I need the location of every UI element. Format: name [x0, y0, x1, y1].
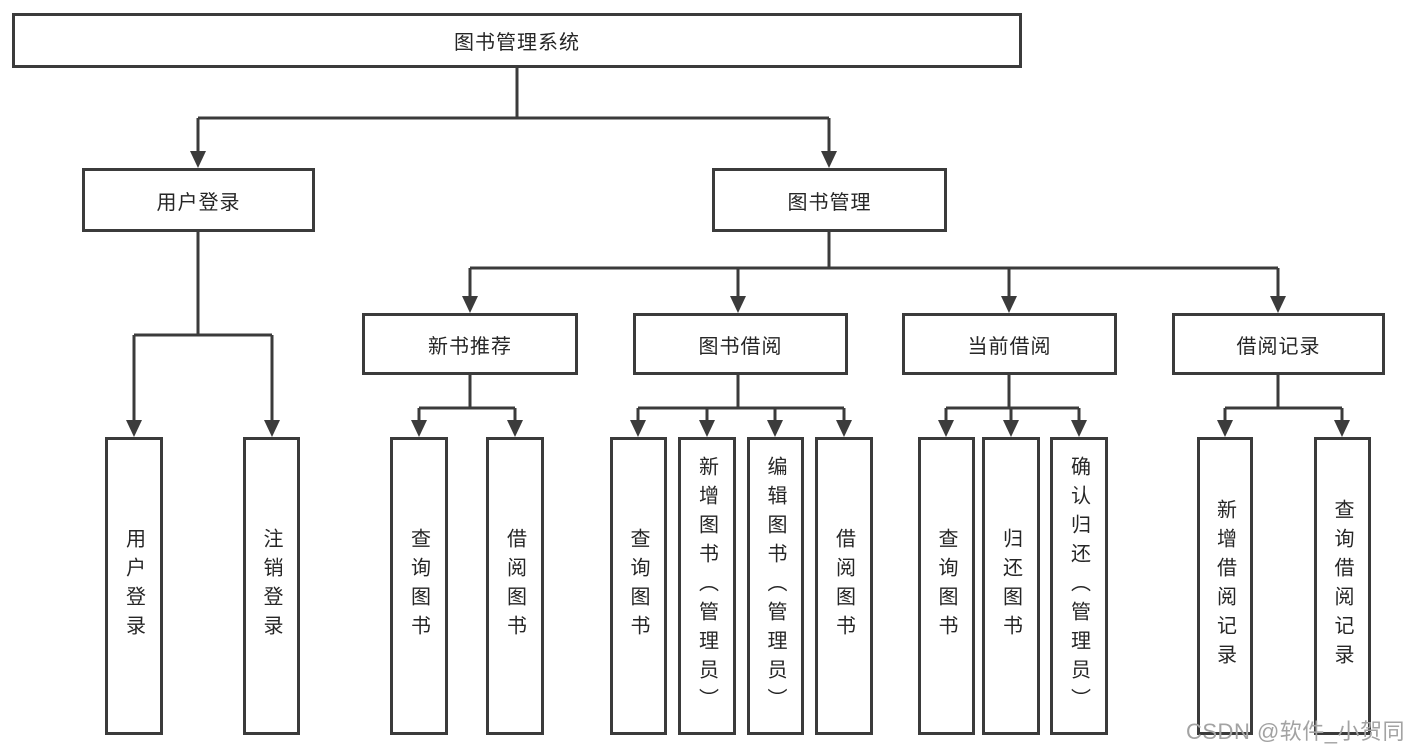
node-current-borrowing: 当前借阅	[902, 313, 1117, 375]
leaf-confirm-return-admin: 确认归还（管理员）	[1050, 437, 1108, 735]
node-label: 借阅记录	[1236, 335, 1321, 358]
node-new-book-recommendation: 新书推荐	[362, 313, 578, 375]
node-label: 图书借阅	[698, 335, 783, 358]
leaf-borrow-books-borrowing: 借阅图书	[815, 437, 873, 735]
leaf-return-books: 归还图书	[982, 437, 1040, 735]
node-borrowing-records: 借阅记录	[1172, 313, 1385, 375]
leaf-label: 用户登录	[122, 528, 145, 644]
leaf-label: 借阅图书	[503, 528, 526, 644]
leaf-query-books-current: 查询图书	[918, 437, 975, 735]
leaf-label: 归还图书	[999, 528, 1022, 644]
node-label: 当前借阅	[967, 335, 1052, 358]
leaf-add-books-admin: 新增图书（管理员）	[678, 437, 736, 735]
node-label: 用户登录	[156, 191, 241, 214]
leaf-label: 新增图书（管理员）	[695, 455, 718, 717]
leaf-query-borrow-record: 查询借阅记录	[1314, 437, 1371, 735]
leaf-query-books-borrowing: 查询图书	[610, 437, 667, 735]
leaf-label: 查询图书	[935, 528, 957, 644]
leaf-label: 查询图书	[627, 528, 649, 644]
node-book-borrowing: 图书借阅	[633, 313, 848, 375]
leaf-logout: 注销登录	[243, 437, 300, 735]
node-root-system: 图书管理系统	[12, 13, 1022, 68]
node-label: 图书管理系统	[454, 32, 580, 54]
leaf-query-books-recommend: 查询图书	[390, 437, 448, 735]
leaf-user-login: 用户登录	[105, 437, 163, 735]
leaf-label: 编辑图书（管理员）	[764, 455, 786, 717]
leaf-label: 查询借阅记录	[1331, 499, 1353, 673]
leaf-borrow-books-recommend: 借阅图书	[486, 437, 544, 735]
leaf-label: 确认归还（管理员）	[1067, 455, 1090, 717]
node-label: 图书管理	[787, 191, 872, 214]
node-user-login-group: 用户登录	[82, 168, 315, 232]
leaf-edit-books-admin: 编辑图书（管理员）	[747, 437, 804, 735]
leaf-label: 查询图书	[407, 528, 430, 644]
node-book-management-group: 图书管理	[712, 168, 947, 232]
leaf-label: 借阅图书	[832, 528, 855, 644]
leaf-add-borrow-record: 新增借阅记录	[1197, 437, 1253, 735]
leaf-label: 新增借阅记录	[1213, 499, 1236, 673]
csdn-watermark: CSDN @软件_小贺同学	[1186, 719, 1405, 744]
leaf-label: 注销登录	[260, 528, 282, 644]
node-label: 新书推荐	[428, 335, 512, 358]
